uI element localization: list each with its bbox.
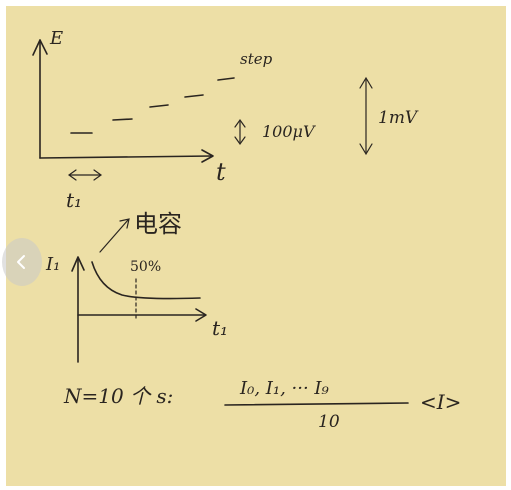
- formula-result: <I>: [420, 390, 462, 414]
- step-dash-4: [184, 94, 204, 98]
- paper-note: [6, 6, 506, 486]
- fraction-bar: [224, 402, 409, 406]
- percent-label: 50%: [130, 259, 162, 275]
- t1-interval-label: t₁: [66, 188, 83, 212]
- t-axis-label: t: [216, 158, 226, 186]
- i1-axis-label: I₁: [46, 254, 61, 275]
- decay-curve: [91, 261, 201, 300]
- t-axis-line: [39, 155, 213, 159]
- formula-numerator: I₀, I₁, ··· I₉: [240, 378, 329, 399]
- step-size-label: 100μV: [262, 122, 315, 141]
- capacitance-label: 电容: [134, 210, 182, 238]
- chevron-left-icon: [17, 255, 25, 269]
- formula-denominator: 10: [318, 412, 340, 432]
- step-dash-2: [112, 118, 133, 121]
- t1-axis-arrow: [195, 308, 207, 322]
- formula-left: N=10 个 s:: [64, 384, 174, 408]
- step-label: step: [240, 50, 273, 68]
- capacitance-pointer: [99, 219, 129, 253]
- prev-button[interactable]: [2, 238, 42, 286]
- t-axis-arrow: [201, 149, 214, 163]
- e-axis-label: E: [50, 28, 64, 49]
- e-axis-arrow: [32, 39, 48, 56]
- range-label: 1mV: [378, 108, 418, 128]
- t1-axis-label: t₁: [212, 316, 229, 340]
- i1-axis-arrow: [71, 256, 85, 272]
- step-dash-5: [217, 77, 235, 81]
- step-dash-3: [149, 104, 169, 108]
